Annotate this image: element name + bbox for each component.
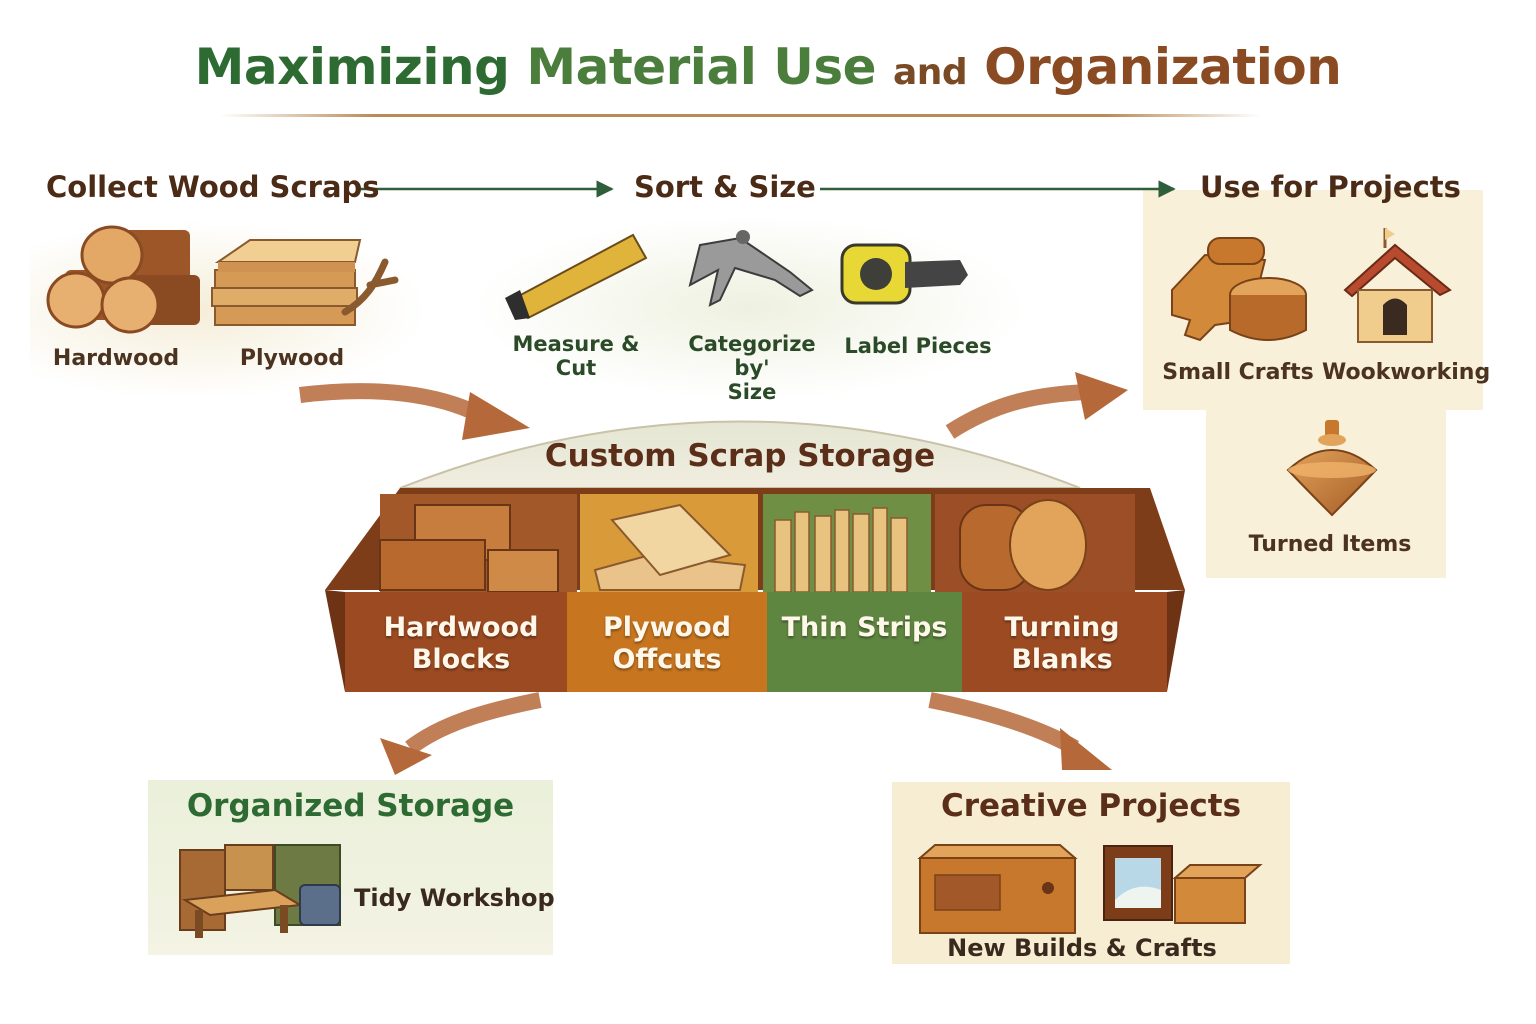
step-sort-and-size: Sort & Size <box>634 170 816 204</box>
plywood-stack-icon <box>211 239 399 326</box>
caption-label-pieces: Label Pieces <box>844 334 992 358</box>
creative-projects-title: Creative Projects <box>940 788 1242 824</box>
birdhouse-icon <box>1343 228 1452 343</box>
bin-plywood-offcuts-line1: Plywood <box>602 612 731 643</box>
title-divider <box>220 114 1260 117</box>
bin-thin-strips-line1: Thin Strips <box>781 612 948 643</box>
title-word-material-use: Material Use <box>526 38 877 96</box>
wooden-boxes-icon <box>917 844 1263 934</box>
workshop-icon <box>179 844 341 938</box>
bin-plywood-offcuts-line2: Offcuts <box>612 644 722 675</box>
arrow-collect-to-storage <box>299 383 530 440</box>
step-collect-wood-scraps: Collect Wood Scraps <box>46 170 380 204</box>
cutting-board-icon <box>1171 237 1307 342</box>
tape-measure-icon <box>840 243 968 305</box>
caption-turned-items: Turned Items <box>1248 532 1412 557</box>
bin-hardwood-blocks: Hardwood Blocks <box>355 612 567 676</box>
bin-hardwood-blocks-line1: Hardwood <box>383 612 539 643</box>
arrow-storage-to-creative <box>928 692 1112 770</box>
caption-categorize-by-size: Categorize by' Size <box>668 332 836 404</box>
log-pile-icon <box>46 225 200 334</box>
title-word-organization: Organization <box>984 38 1342 96</box>
bin-hardwood-blocks-line2: Blocks <box>411 644 511 675</box>
title-word-maximizing: Maximizing <box>194 38 510 96</box>
spinning-top-icon <box>1286 420 1378 517</box>
step-use-for-projects: Use for Projects <box>1200 170 1461 204</box>
ruler-icon <box>505 233 648 320</box>
bin-thin-strips: Thin Strips <box>767 612 962 644</box>
organized-storage-title: Organized Storage <box>186 788 515 824</box>
bin-turning-blanks: Turning Blanks <box>962 612 1162 676</box>
caption-small-crafts: Small Crafts <box>1162 360 1314 385</box>
caption-categorize-line1: Categorize by' <box>688 332 816 380</box>
caption-plywood: Plywood <box>239 346 345 371</box>
title-word-and: and <box>892 52 968 93</box>
caption-hardwood: Hardwood <box>52 346 180 371</box>
arrow-storage-to-projects <box>945 372 1128 439</box>
caption-new-builds-and-crafts: New Builds & Crafts <box>947 934 1217 962</box>
caption-measure-and-cut: Measure & Cut <box>512 332 640 380</box>
caption-categorize-line2: Size <box>727 380 777 404</box>
page-title: Maximizing Material Use and Organization <box>0 38 1536 96</box>
bin-turning-blanks-line2: Blanks <box>1011 644 1113 675</box>
caliper-icon <box>688 230 814 307</box>
caption-tidy-workshop: Tidy Workshop <box>354 884 555 912</box>
bin-turning-blanks-line1: Turning <box>1004 612 1120 643</box>
arrow-storage-to-organized <box>380 692 542 775</box>
bin-plywood-offcuts: Plywood Offcuts <box>567 612 767 676</box>
storage-box <box>325 420 1185 692</box>
storage-title: Custom Scrap Storage <box>544 438 936 474</box>
caption-wookworking: Wookworking <box>1322 360 1491 385</box>
